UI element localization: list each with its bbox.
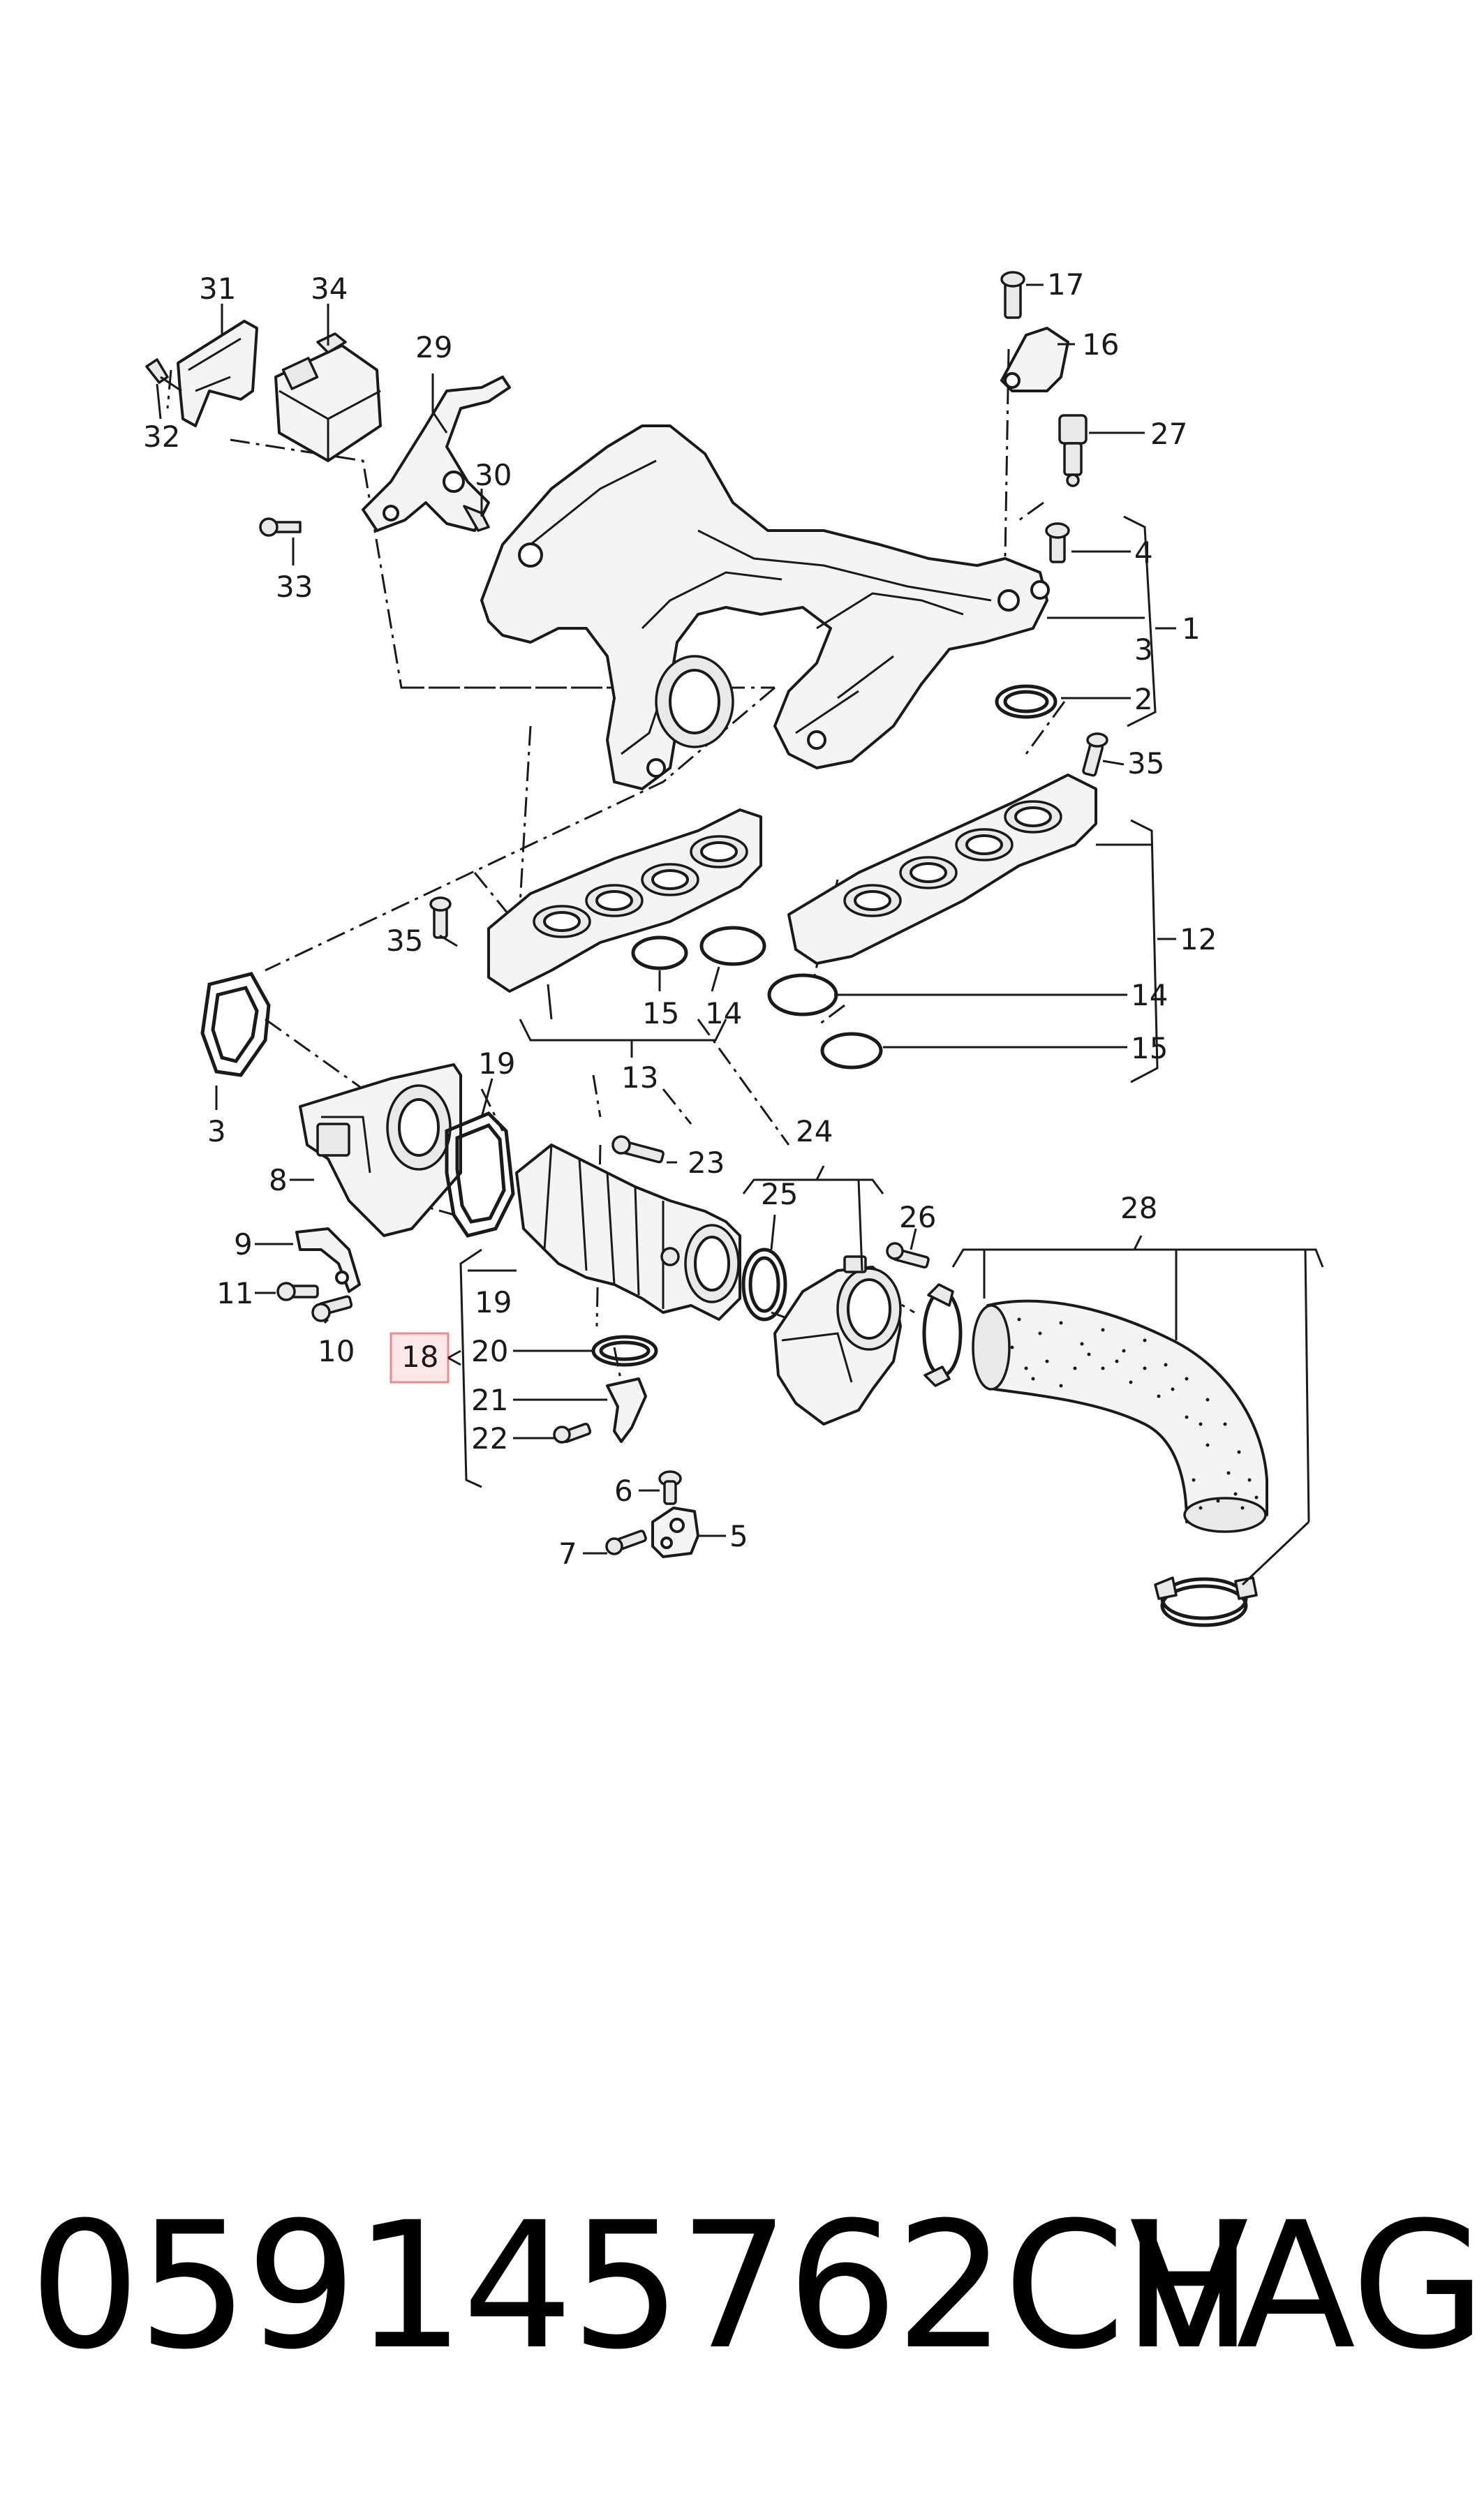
intake-pipe-18 xyxy=(515,1144,741,1321)
clip-16 xyxy=(1000,327,1069,392)
callout-1: 1 xyxy=(1182,612,1201,646)
seal-2 xyxy=(995,684,1058,719)
callout-3-left: 3 xyxy=(207,1114,226,1148)
screw-26 xyxy=(886,1242,930,1269)
brand-name: VAG xyxy=(1129,2184,1484,2388)
callout-9: 9 xyxy=(234,1227,253,1261)
clamp-28-bottom xyxy=(1154,1576,1258,1627)
gasket-19 xyxy=(445,1111,515,1238)
callout-19-bottom: 19 xyxy=(475,1285,512,1319)
intake-manifold-1 xyxy=(480,424,1050,790)
seal-25 xyxy=(741,1248,787,1322)
screw-17 xyxy=(1000,271,1025,319)
bracket-31 xyxy=(177,320,258,427)
screw-7 xyxy=(605,1530,647,1555)
valve-body-8 xyxy=(299,1063,462,1237)
callout-16: 16 xyxy=(1082,327,1119,362)
callout-4: 4 xyxy=(1134,535,1153,570)
screw-35-right xyxy=(1082,732,1108,777)
callout-7: 7 xyxy=(558,1537,577,1571)
runner-flange-12 xyxy=(787,774,1097,965)
sensor-27 xyxy=(1058,414,1088,487)
gasket-3 xyxy=(200,972,271,1077)
screw-6 xyxy=(658,1470,682,1505)
callout-15-right: 15 xyxy=(1131,1031,1168,1065)
callout-13: 13 xyxy=(621,1060,658,1095)
callout-35-right: 35 xyxy=(1127,746,1164,780)
callout-2: 2 xyxy=(1134,682,1153,716)
callout-19-top: 19 xyxy=(478,1046,515,1081)
callout-34: 34 xyxy=(311,272,348,306)
bracket-9 xyxy=(295,1227,361,1293)
callout-35-left: 35 xyxy=(386,924,423,958)
hose-28 xyxy=(972,1299,1268,1533)
callout-21: 21 xyxy=(471,1383,508,1417)
control-unit-34 xyxy=(274,332,382,462)
callout-28: 28 xyxy=(1120,1191,1157,1225)
callout-31: 31 xyxy=(199,272,236,306)
callout-25: 25 xyxy=(761,1177,798,1211)
screw-30 xyxy=(463,505,490,532)
callout-6: 6 xyxy=(614,1474,633,1508)
callout-24: 24 xyxy=(796,1114,833,1148)
callout-11: 11 xyxy=(216,1276,253,1310)
bracket-29 xyxy=(362,376,511,532)
screw-4 xyxy=(1045,522,1070,563)
screw-11 xyxy=(276,1282,319,1301)
callout-14-right: 14 xyxy=(1131,978,1168,1012)
callout-20: 20 xyxy=(471,1334,508,1368)
sensor-21 xyxy=(606,1377,647,1443)
callout-22: 22 xyxy=(471,1421,508,1456)
callout-27: 27 xyxy=(1150,417,1187,451)
callout-17: 17 xyxy=(1047,267,1084,302)
callout-18: 18 xyxy=(401,1340,438,1374)
callout-15-left: 15 xyxy=(642,996,679,1030)
callout-labels: 31 34 29 32 30 33 17 16 27 4 1 3 2 35 12… xyxy=(143,267,1217,1571)
screw-23 xyxy=(611,1135,665,1164)
runner-flange-13 xyxy=(487,808,762,993)
callout-30: 30 xyxy=(475,458,512,492)
callout-14-left: 14 xyxy=(705,996,742,1030)
clamp-28-top xyxy=(922,1283,963,1387)
screw-22 xyxy=(553,1422,592,1444)
callout-32: 32 xyxy=(143,420,180,454)
callout-10: 10 xyxy=(318,1334,355,1368)
callout-12: 12 xyxy=(1180,922,1217,956)
callout-23: 23 xyxy=(688,1146,725,1180)
callout-3-top: 3 xyxy=(1134,632,1153,667)
screw-33 xyxy=(259,517,302,537)
callout-8: 8 xyxy=(269,1163,288,1197)
callout-26: 26 xyxy=(899,1200,936,1234)
leader-lines xyxy=(156,283,1324,1586)
seal-20 xyxy=(591,1335,658,1367)
bracket-5 xyxy=(651,1507,699,1558)
callout-5: 5 xyxy=(729,1519,748,1553)
screw-35-left xyxy=(429,896,452,939)
throttle-valve-24 xyxy=(773,1255,902,1426)
hose-texture xyxy=(1010,1317,1259,1510)
screw-10 xyxy=(311,1295,353,1322)
callout-33: 33 xyxy=(276,570,313,604)
callout-18-highlight[interactable]: 18 xyxy=(389,1332,461,1384)
part-number: 059145762CH xyxy=(29,2184,1254,2388)
callout-29: 29 xyxy=(415,330,452,364)
screw-32 xyxy=(145,358,182,392)
